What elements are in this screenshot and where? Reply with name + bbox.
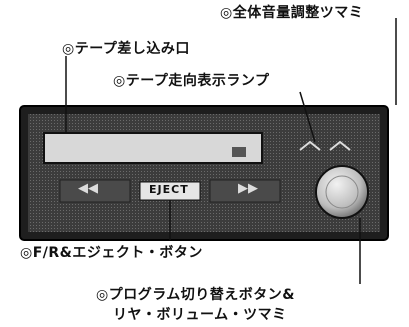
label-master-volume-knob: ◎全体音量調整ツマミ: [220, 5, 364, 21]
eject-label: EJECT: [149, 183, 189, 196]
label-tape-slot: ◎テープ差し込み口: [62, 41, 190, 57]
forward-button: [209, 179, 281, 203]
direction-lamp: [299, 140, 321, 151]
label-fr-eject-button: ◎F/R&エジェクト・ボタン: [20, 245, 203, 261]
label-program-switch-line2: リヤ・ボリューム・ツマミ: [113, 307, 287, 323]
tape-slot: [43, 132, 263, 164]
label-program-switch-line1: ◎プログラム切り替えボタン&: [96, 287, 296, 303]
program-switch-knob: [315, 165, 369, 219]
forward-symbol: ▶▶: [238, 181, 258, 196]
label-tape-direction-lamp: ◎テープ走向表示ランプ: [113, 73, 270, 89]
rewind-button: [59, 179, 131, 203]
rewind-symbol: ◀◀: [78, 181, 98, 196]
